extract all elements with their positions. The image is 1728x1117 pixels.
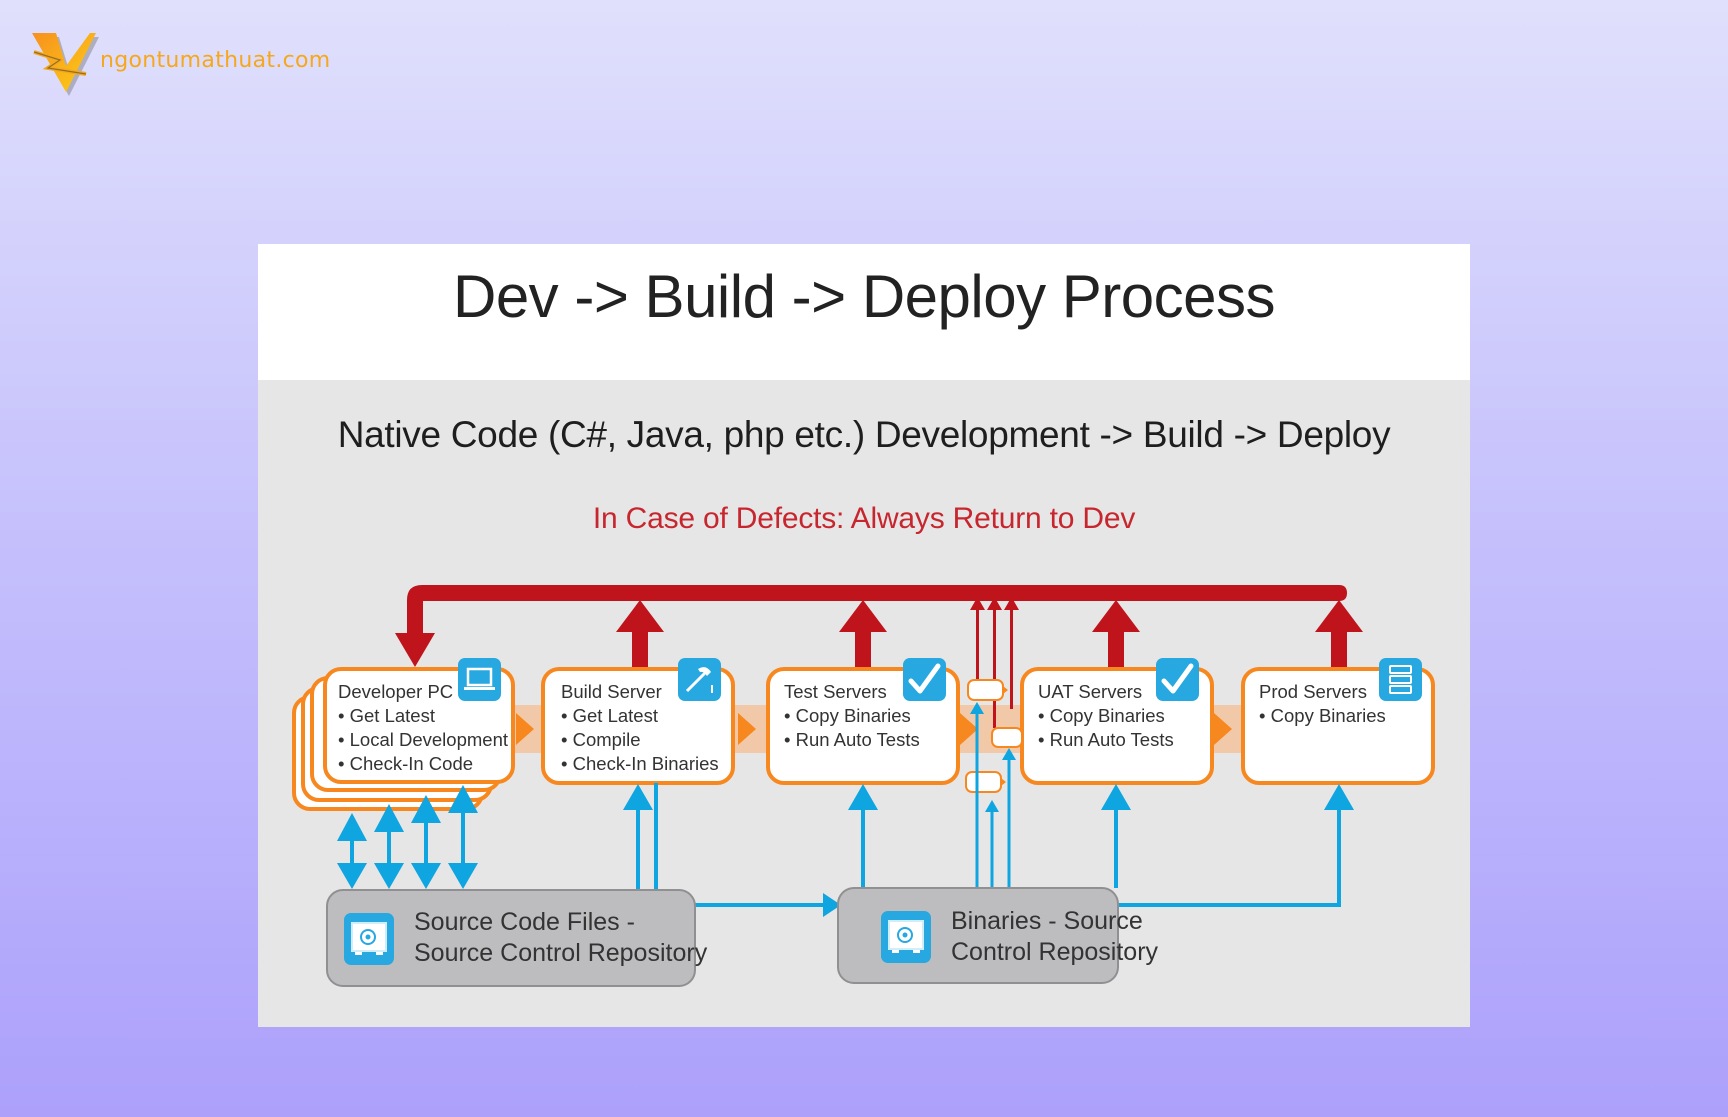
defect-thin-arrows — [970, 597, 1019, 728]
slide-title: Dev -> Build -> Deploy Process — [452, 263, 1276, 330]
repo-arrowheads — [337, 702, 1354, 917]
stage-bullet: Compile — [572, 729, 641, 750]
site-logo[interactable] — [30, 30, 370, 100]
flow-arrow-dev-build — [516, 713, 534, 745]
stage-bullet: Copy Binaries — [1270, 705, 1386, 726]
stage-bullet: Check-In Binaries — [572, 753, 719, 774]
stage-text-prod: Prod Servers • Copy Binaries — [1259, 681, 1386, 726]
stage-bullet: Run Auto Tests — [795, 729, 920, 750]
slide-header — [258, 244, 1470, 380]
stage-text-dev: Developer PC • Get Latest • Local Develo… — [338, 681, 508, 774]
defect-arrow-test — [839, 600, 887, 668]
site-name[interactable]: ngontumathuat.com — [100, 48, 331, 73]
stage-bullet: Copy Binaries — [1049, 705, 1165, 726]
repo-connections — [350, 783, 1341, 907]
safe-vault-icon — [344, 913, 394, 965]
defect-arrow-uat — [1092, 600, 1140, 668]
defect-arrow-build — [616, 600, 664, 668]
checkmark-icon — [903, 658, 946, 701]
flow-arrow-build-test — [738, 713, 756, 745]
stage-title: UAT Servers — [1038, 681, 1143, 702]
lightning-v-logo-icon — [32, 33, 99, 96]
laptop-icon — [458, 658, 501, 701]
stage-text-test: Test Servers • Copy Binaries • Run Auto … — [784, 681, 920, 750]
defect-return-path — [395, 585, 1363, 728]
stage-text-build: Build Server • Get Latest • Compile • Ch… — [561, 681, 719, 774]
hammer-icon — [678, 658, 721, 701]
flow-arrow-test-uat — [960, 713, 978, 745]
defect-note: In Case of Defects: Always Return to Dev — [592, 502, 1136, 535]
stage-bullet: Run Auto Tests — [1049, 729, 1174, 750]
repo-label-source: Source Code Files - Source Control Repos… — [414, 908, 708, 967]
flow-arrow-uat-prod — [1214, 713, 1232, 745]
stage-bullet: Check-In Code — [349, 753, 474, 774]
stage-bullet: Local Development — [349, 729, 508, 750]
checkmark-icon — [1156, 658, 1199, 701]
slide-subtitle: Native Code (C#, Java, php etc.) Develop… — [337, 414, 1391, 455]
repo-label-binaries: Binaries - Source Control Repository — [951, 907, 1159, 966]
repo-box-source[interactable] — [326, 889, 696, 987]
gate-box-2 — [991, 727, 1023, 748]
stage-bullet: Get Latest — [349, 705, 435, 726]
stage-title: Test Servers — [784, 681, 887, 702]
slide-card: Dev -> Build -> Deploy Process Native Co… — [258, 244, 1470, 1027]
safe-vault-icon — [881, 911, 931, 963]
defect-arrow-to-dev — [395, 633, 435, 667]
stage-title: Developer PC — [338, 681, 454, 702]
stage-bullet: Get Latest — [572, 705, 658, 726]
stage-text-uat: UAT Servers • Copy Binaries • Run Auto T… — [1038, 681, 1174, 750]
gate-box-1 — [967, 679, 1004, 701]
defect-arrow-prod — [1315, 600, 1363, 668]
stage-title: Build Server — [561, 681, 662, 702]
stage-title: Prod Servers — [1259, 681, 1367, 702]
gate-box-3 — [965, 771, 1002, 793]
server-rack-icon — [1379, 658, 1422, 701]
stage-bullet: Copy Binaries — [795, 705, 911, 726]
